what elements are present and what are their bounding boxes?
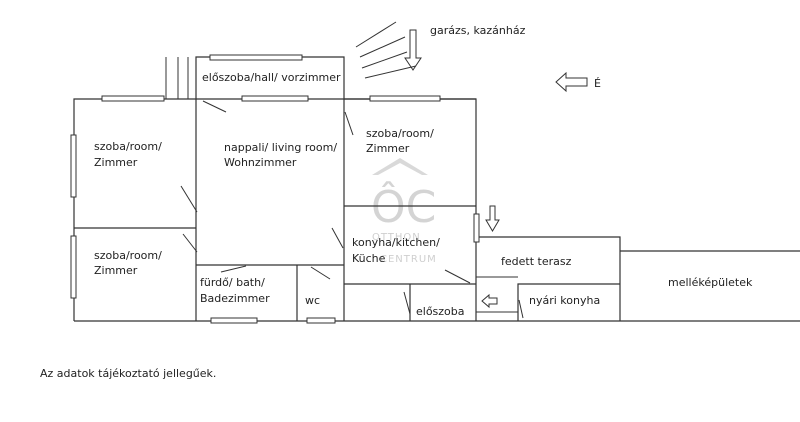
label-eloszoba: előszoba <box>416 305 465 318</box>
label-konyha-line2: Küche <box>352 252 386 265</box>
label-fedett-terasz: fedett terasz <box>501 255 572 268</box>
arrow-left-summer-kitchen-icon <box>481 293 498 309</box>
label-furdo-line2: Badezimmer <box>200 292 270 305</box>
label-north: É <box>594 77 601 90</box>
arrow-down-garage-icon <box>404 29 422 71</box>
label-szoba1-line2: Zimmer <box>94 156 138 169</box>
label-garazs: garázs, kazánház <box>430 24 526 37</box>
label-nappali-line2: Wohnzimmer <box>224 156 297 169</box>
footnote: Az adatok tájékoztató jellegűek. <box>40 367 216 380</box>
label-nappali-line1: nappali/ living room/ <box>224 141 337 154</box>
label-szoba3-line2: Zimmer <box>366 142 410 155</box>
label-eloszoba-hall: előszoba/hall/ vorzimmer <box>202 71 341 84</box>
garage-hatch <box>355 21 417 79</box>
arrow-down-terrace-icon <box>485 205 500 232</box>
door-swings <box>180 100 524 319</box>
label-szoba2-line2: Zimmer <box>94 264 138 277</box>
label-furdo-line1: fürdő/ bath/ <box>200 276 265 289</box>
windows <box>70 54 480 324</box>
watermark-line2: CENTRUM <box>380 254 437 265</box>
label-konyha-line1: konyha/kitchen/ <box>352 236 440 249</box>
label-szoba1-line1: szoba/room/ <box>94 140 162 153</box>
north-arrow-icon <box>555 71 588 93</box>
label-szoba2-line1: szoba/room/ <box>94 249 162 262</box>
label-mellekepuletek: melléképületek <box>668 276 753 289</box>
watermark-line1: OTTHON <box>372 232 421 243</box>
label-wc: wc <box>305 294 320 307</box>
label-nyari-konyha: nyári konyha <box>529 294 600 307</box>
label-szoba3-line1: szoba/room/ <box>366 127 434 140</box>
